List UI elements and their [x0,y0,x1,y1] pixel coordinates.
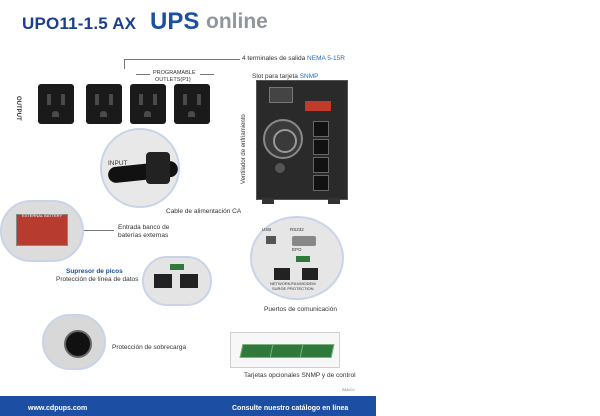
outlet-4 [174,84,210,124]
terminals-label: 4 terminales de salida NEMA 5-15R [242,55,345,62]
surge-protect-label: SURGE PROTECTION [272,286,314,291]
rs232-label: RS232 [290,227,304,232]
snmp-cards-photo [230,332,340,368]
surge-title: Supresor de picos [66,268,123,275]
outlet-3 [130,84,166,124]
blank-area [376,0,600,416]
comm-ports-photo [250,216,344,300]
external-battery-photo [0,200,84,262]
battery-entry-label: Entrada banco de baterías externas [118,224,170,239]
epo-label: EPO [292,247,302,252]
comm-ports-label: Puertos de comunicación [264,306,337,313]
input-label: INPUT [108,160,128,167]
surge-desc: Protección de línea de datos [56,276,139,283]
model-title: UPO11-1.5 AX [22,14,137,33]
outlet-2 [86,84,122,124]
footer-bar [0,396,376,416]
snmp-slot-label: Slot para tarjeta SNMP [252,73,319,80]
input-cable-photo [100,128,180,208]
network-label: NETWORK/FAX/MODEM [270,281,316,286]
footer-catalog[interactable]: Consulte nuestro catálogo en línea [232,405,349,412]
output-label: OUTPUT [15,96,21,121]
ups-title: UPS [150,8,200,35]
page-code: BMn02 [342,387,355,392]
fan-label: Ventilador de enfriamiento [241,114,247,184]
cooling-fan-icon [263,119,303,159]
datasheet-page: UPO11-1.5 AX UPS online OUTPUT PROGRAMAB… [0,8,376,416]
usb-label: USB [262,227,272,232]
surge-protector-photo [142,256,212,306]
overload-label: Protección de sobrecarga [112,344,187,351]
overload-breaker-photo [42,314,106,370]
footer-website[interactable]: www.cdpups.com [28,405,88,412]
online-title: online [206,10,268,33]
snmp-cards-label: Tarjetas opcionales SNMP y de control [244,372,356,379]
outlets-label: OUTLETS(P1) [155,77,191,83]
power-cable-label: Cable de alimentación CA [166,208,242,215]
programable-label: PROGRAMABLE [153,70,196,76]
ups-rear-panel [256,80,348,200]
outlet-1 [38,84,74,124]
external-battery-tag: EXTERNAL BATTERY [22,213,63,218]
